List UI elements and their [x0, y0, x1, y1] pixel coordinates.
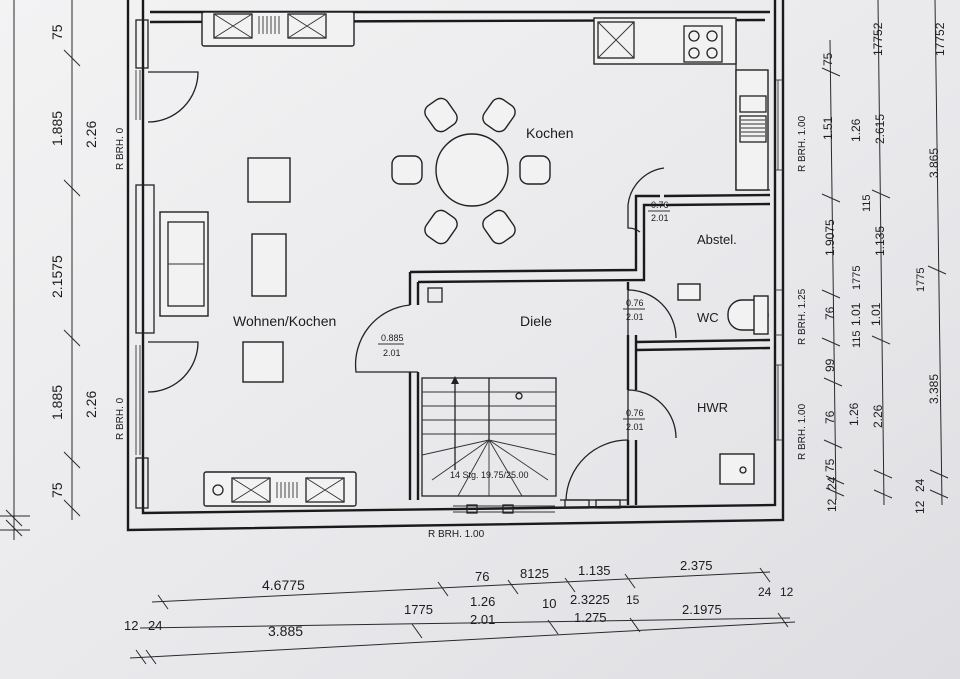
dim-right-c5-c: 3.385 — [927, 374, 941, 404]
room-label-wohnen: Wohnen/Kochen — [233, 313, 336, 329]
dim-bottom-r2-a: 1775 — [404, 602, 433, 617]
door-label-diele-width: 0.885 — [381, 333, 404, 343]
stairs-label: 14 Stg. 19.75/25.00 — [450, 470, 529, 480]
door-swing-abstel — [627, 167, 665, 233]
dim-bottom-r2-g: 12 — [780, 585, 794, 599]
dim-right-c1-i: 24 — [825, 476, 839, 490]
dim-bottom-r1-d: 1.135 — [578, 563, 611, 578]
bathroom-fixtures — [677, 283, 769, 485]
dimensions-right: 75 1.51 1.9075 76 99 76 75 12 24 1.26 17… — [821, 0, 949, 514]
dim-bottom-r3-e: 1.275 — [574, 610, 607, 625]
door-label-wc-width: 0.76 — [626, 298, 644, 308]
kitchen-furniture — [201, 11, 769, 191]
dim-left-21575: 2.1575 — [49, 255, 65, 298]
dim-right-c1-h: 12 — [825, 498, 839, 512]
window-label-right-1: R BRH. 1.00 — [797, 115, 808, 172]
dim-bottom-r2-e: 15 — [626, 593, 640, 607]
dim-right-c3-c: 1.135 — [873, 226, 887, 256]
room-label-abstel: Abstel. — [697, 232, 737, 247]
door-label-hwr-height: 2.01 — [626, 422, 644, 432]
door-swing-bottomleft — [147, 341, 199, 393]
window-label-left-top: R BRH. 0 — [115, 127, 126, 170]
window-label-entry: R BRH. 1.00 — [428, 529, 485, 540]
door-swing-entry — [560, 439, 629, 501]
doors — [147, 71, 677, 501]
door-swing-hwr — [627, 389, 677, 440]
dim-right-c5-b: 3.865 — [927, 148, 941, 178]
dim-left-1885b: 1.885 — [49, 385, 65, 420]
room-label-hwr: HWR — [697, 400, 728, 415]
dining-set — [391, 97, 551, 245]
dim-right-c2-c: 1.01 — [849, 302, 863, 326]
dim-right-c3-d: 2.26 — [871, 404, 885, 428]
dim-bottom-r2-d: 2.3225 — [570, 592, 610, 607]
door-label-hwr-width: 0.76 — [626, 408, 644, 418]
dim-bottom-r3-b: 24 — [148, 618, 162, 633]
dim-left-226a: 2.26 — [83, 121, 99, 148]
dim-right-c5-d: 12 — [913, 500, 927, 514]
door-swing-wc — [627, 289, 677, 339]
room-label-kochen: Kochen — [526, 125, 573, 141]
dim-right-c1-e: 99 — [823, 358, 837, 372]
dimensions-bottom: 4.6775 76 8125 1.135 2.375 1775 1.26 10 … — [124, 558, 796, 665]
dim-right-c4-a: 17752 — [871, 22, 885, 56]
door-label-abstel-width: 0.76 — [651, 200, 669, 210]
room-label-diele: Diele — [520, 313, 552, 329]
dim-bottom-r1-b: 76 — [475, 569, 489, 584]
dim-bottom-r1-a: 4.6775 — [262, 577, 305, 593]
living-furniture — [159, 157, 357, 507]
dim-bottom-r2-b: 1.26 — [470, 594, 495, 609]
dim-bottom-r1-c: 8125 — [520, 566, 549, 581]
dim-left-1885a: 1.885 — [49, 111, 65, 146]
door-labels: 0.76 2.01 0.885 2.01 0.76 2.01 0.76 2.01 — [378, 200, 670, 432]
dim-right-c1-a: 75 — [821, 52, 835, 66]
dim-right-c1-f: 76 — [823, 410, 837, 424]
door-swing-topleft — [147, 71, 199, 123]
door-label-wc-height: 2.01 — [626, 312, 644, 322]
dim-bottom-r3-c: 3.885 — [268, 623, 303, 639]
dim-right-c2-e: 1.26 — [847, 402, 861, 426]
windows — [135, 70, 783, 514]
dimensions-left: 75 1.885 2.26 2.1575 1.885 2.26 75 — [0, 0, 99, 540]
dim-right-c2-d: 1.01 — [869, 302, 883, 326]
dim-right-c1-d: 76 — [823, 306, 837, 320]
dim-bottom-r3-a: 12 — [124, 618, 138, 633]
dim-left-226b: 2.26 — [83, 391, 99, 418]
dim-right-c1-b: 1.51 — [821, 116, 835, 140]
door-swing-diele — [354, 304, 418, 373]
stairs — [421, 287, 557, 497]
dim-bottom-r2-c: 10 — [542, 596, 556, 611]
window-label-left-bottom: R BRH. 0 — [115, 397, 126, 440]
dim-right-c2-b: 1775 — [851, 266, 863, 290]
door-label-abstel-height: 2.01 — [651, 213, 669, 223]
dim-bottom-r3-d: 2.01 — [470, 612, 495, 627]
dim-left-75b: 75 — [49, 482, 65, 498]
dim-bottom-r2-f: 24 — [758, 585, 772, 599]
window-label-right-2: R BRH. 1.25 — [797, 288, 808, 345]
dim-right-c1-g: 75 — [823, 458, 837, 472]
dim-bottom-r3-f: 2.1975 — [682, 602, 722, 617]
window-label-right-3: R BRH. 1.00 — [797, 403, 808, 460]
dim-right-c2-a: 1.26 — [849, 118, 863, 142]
room-label-wc: WC — [697, 310, 719, 325]
dim-bottom-r1-e: 2.375 — [680, 558, 713, 573]
dim-right-c5-e: 24 — [913, 478, 927, 492]
dim-right-c4-b: 1775 — [915, 268, 927, 292]
dim-left-75a: 75 — [49, 24, 65, 40]
dim-right-c1-c: 1.9075 — [823, 219, 837, 256]
door-label-diele-height: 2.01 — [383, 348, 401, 358]
dim-right-c5-a: 17752 — [933, 22, 947, 56]
dim-right-c3-b: 115 — [861, 194, 873, 212]
dim-right-c3-a: 2.615 — [873, 114, 887, 144]
dim-right-c2-f: 115 — [851, 330, 863, 348]
